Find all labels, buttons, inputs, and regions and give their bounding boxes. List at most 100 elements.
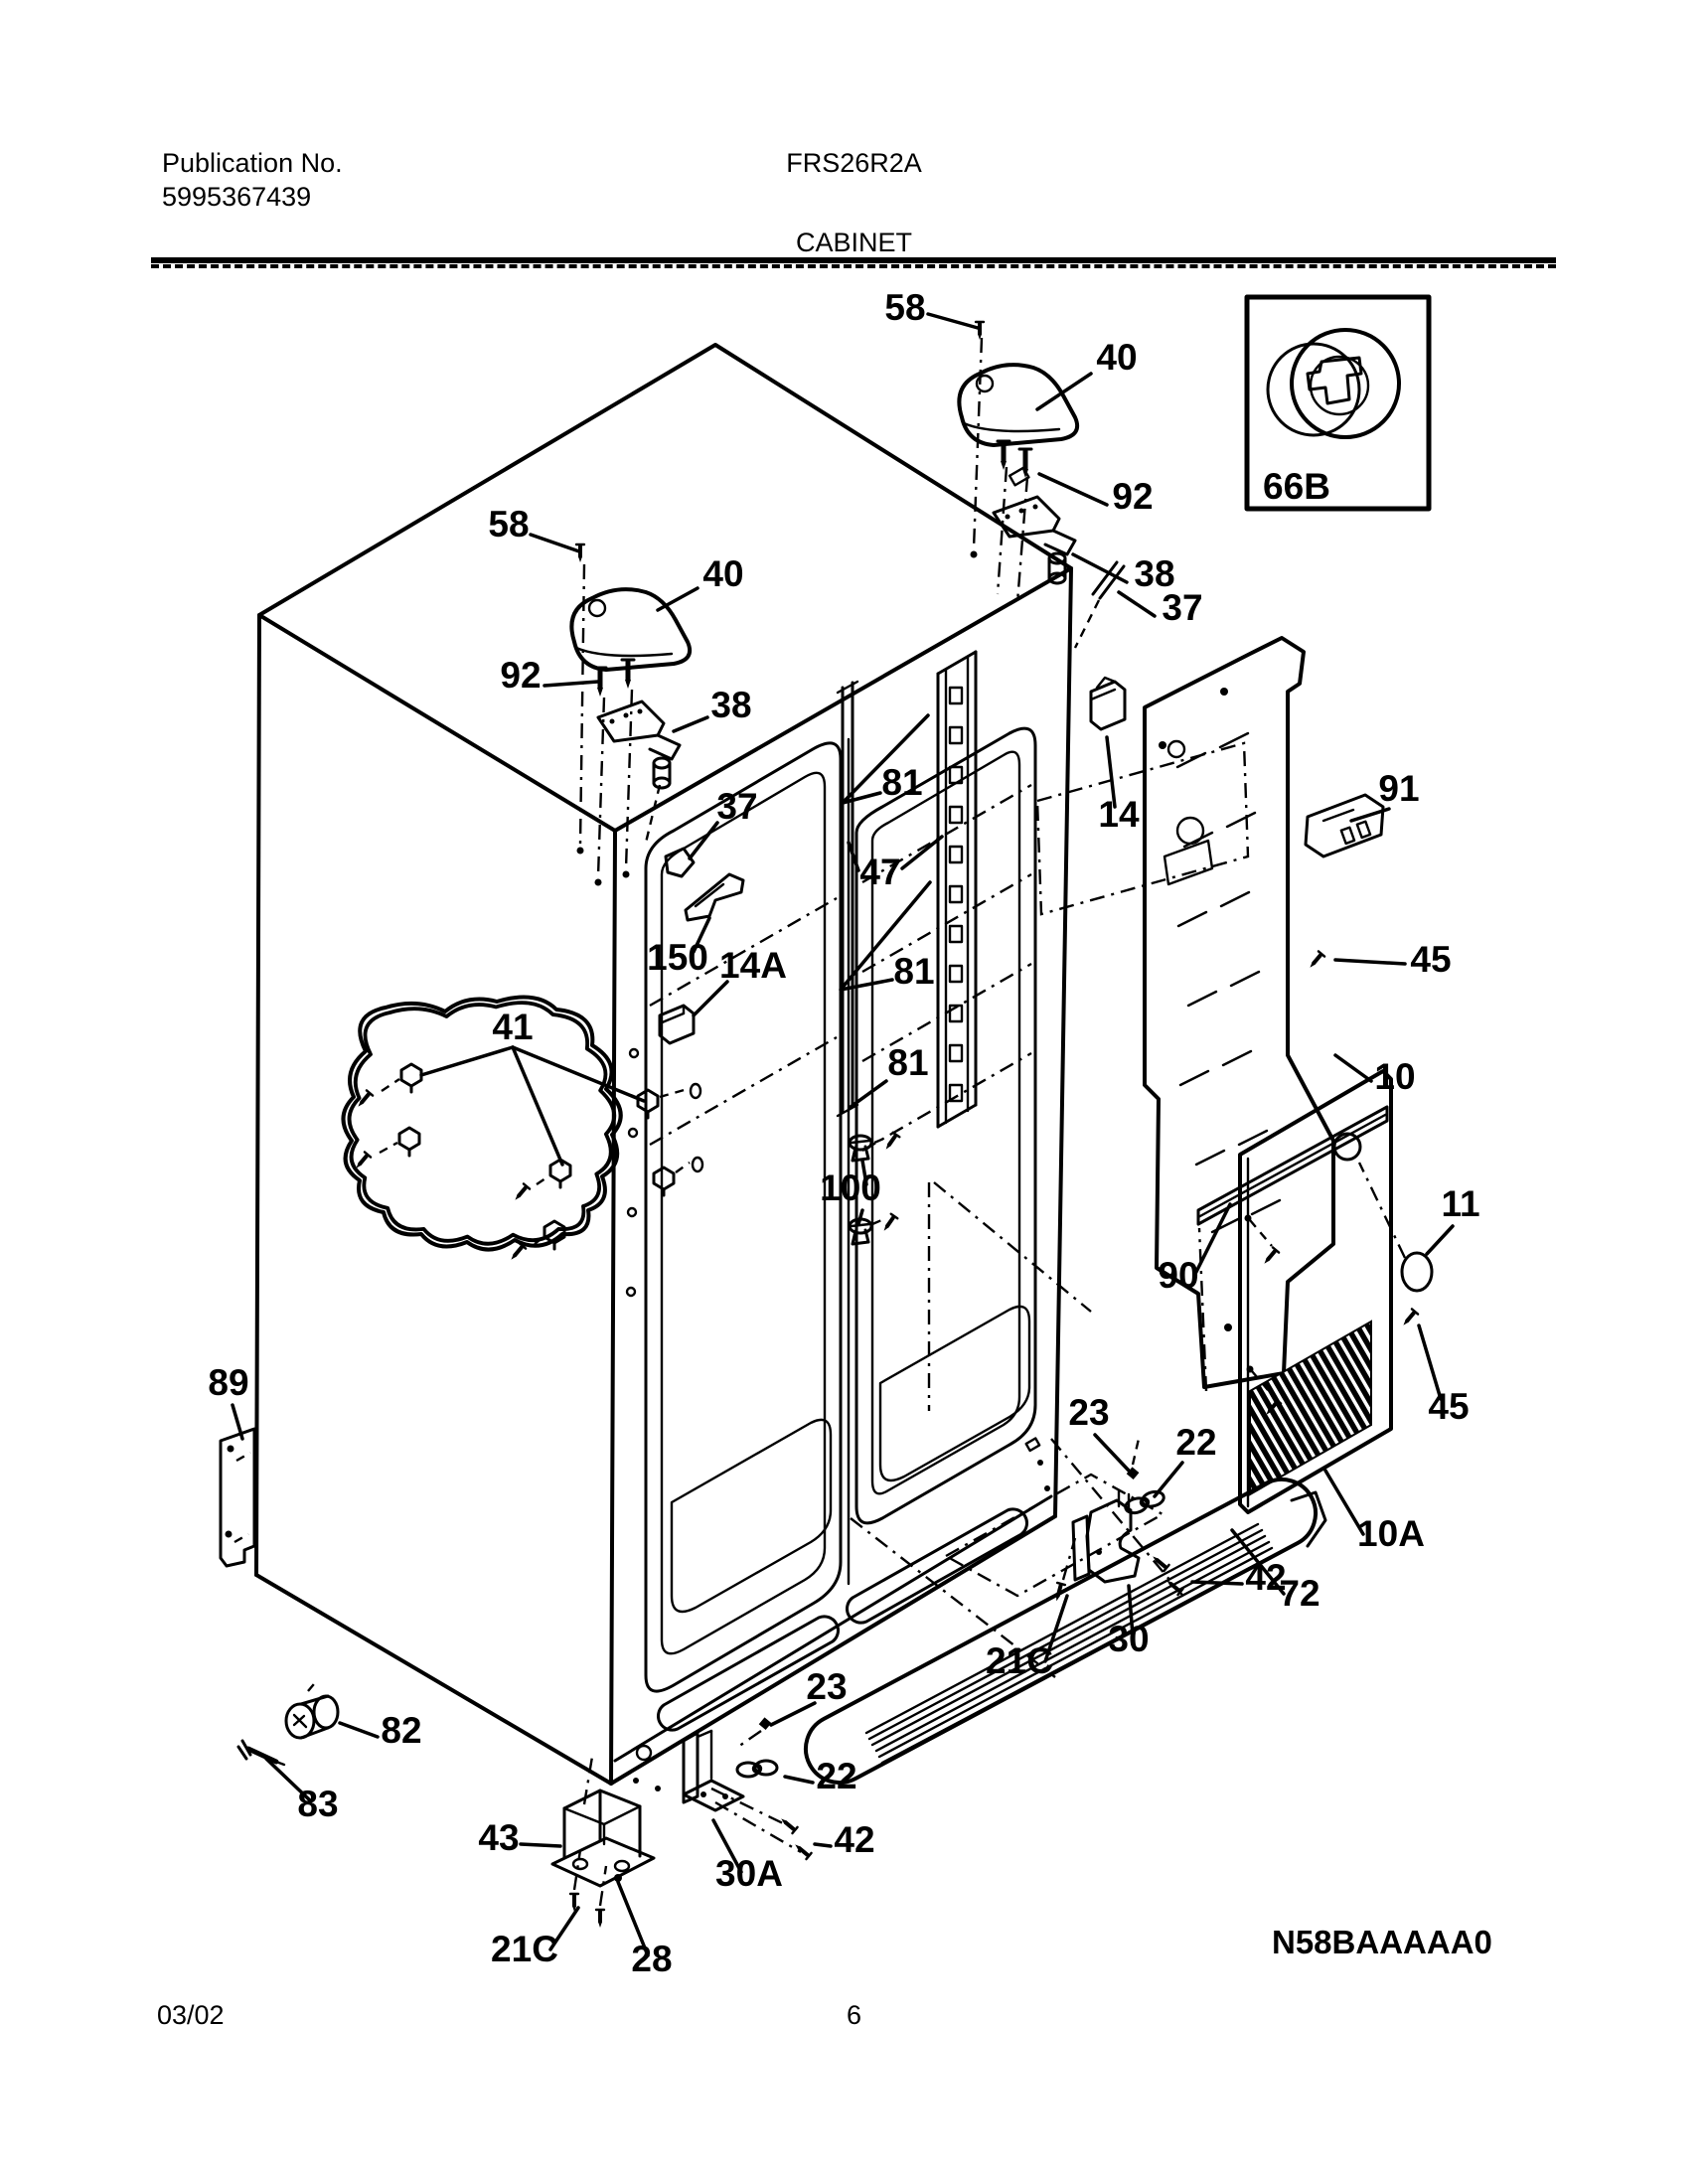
bracket-30a <box>682 1729 745 1812</box>
leader-82 <box>338 1721 380 1739</box>
part-label-91: 91 <box>1378 768 1419 809</box>
part-label-23-right: 23 <box>1068 1392 1109 1433</box>
leader-14A <box>692 980 729 1017</box>
part-label-83: 83 <box>297 1784 338 1824</box>
leader-42-left <box>813 1842 833 1848</box>
screw-83 <box>236 1739 286 1767</box>
footer-date: 03/02 <box>157 2000 225 2030</box>
part-label-30A: 30A <box>715 1853 783 1894</box>
model-number: FRS26R2A <box>786 148 922 178</box>
title-rule-dash <box>151 264 1556 268</box>
leader-47 <box>847 841 860 872</box>
leader-28 <box>616 1880 650 1957</box>
plate-89 <box>219 1427 256 1568</box>
leader-10A <box>1323 1469 1365 1536</box>
leader-92-left <box>543 680 600 688</box>
part-label-30: 30 <box>1108 1619 1149 1659</box>
top-hardware <box>569 320 1126 886</box>
leader-40-top <box>1035 372 1093 411</box>
part-label-82: 82 <box>381 1710 421 1751</box>
part-label-22-left: 22 <box>816 1756 856 1796</box>
hinge-bracket-right <box>992 495 1077 585</box>
part-label-100: 100 <box>820 1167 881 1208</box>
part-label-47: 47 <box>859 852 900 892</box>
part-label-58-left: 58 <box>488 504 529 545</box>
part-label-37-top: 37 <box>1162 587 1202 628</box>
screw-42-left-a <box>776 1813 800 1836</box>
part-label-21C-right: 21C <box>986 1640 1053 1681</box>
back-panel-10a <box>1238 1069 1434 1514</box>
leader-42-right <box>1190 1580 1244 1586</box>
part-label-90: 90 <box>1158 1255 1198 1296</box>
leader-10 <box>1333 1053 1373 1083</box>
part-label-23-left: 23 <box>806 1666 847 1707</box>
screw-92-left-b <box>622 660 634 689</box>
leader-45-lower <box>1417 1323 1443 1401</box>
screw-21c-left-b <box>594 1908 606 1930</box>
part-label-37-left: 37 <box>716 786 757 827</box>
leader-22-left <box>783 1775 815 1785</box>
screw-100-b <box>878 1211 900 1236</box>
leader-58-top <box>926 312 980 330</box>
leader-37-top <box>1117 590 1157 618</box>
diagram-code: N58BAAAAA0 <box>1272 1924 1492 1960</box>
publication-label: Publication No. <box>162 148 343 178</box>
shelf-rails <box>836 650 978 1129</box>
part-label-40-top: 40 <box>1096 337 1137 378</box>
insulation-41 <box>341 995 623 1265</box>
part-label-41: 41 <box>492 1007 533 1047</box>
part-label-45-upper: 45 <box>1410 939 1451 980</box>
part-label-89: 89 <box>208 1362 248 1403</box>
leader-41-1 <box>511 1045 564 1167</box>
leader-83 <box>264 1757 312 1802</box>
leader-58-left <box>529 533 581 553</box>
part-label-66B: 66B <box>1263 466 1330 507</box>
hinge-cover-right <box>957 363 1080 447</box>
clip-100-a <box>848 1134 873 1163</box>
leader-38-top <box>1071 552 1129 584</box>
leader-38-left <box>672 715 709 733</box>
part-label-150: 150 <box>647 937 708 978</box>
toe-grille-72 <box>804 1478 1327 1785</box>
leader-43 <box>519 1842 562 1848</box>
publication-number: 5995367439 <box>162 182 312 212</box>
bracket-150 <box>684 872 745 922</box>
roller-82 <box>284 1678 340 1740</box>
bottom-parts <box>219 1427 1327 1930</box>
part-label-43: 43 <box>478 1817 519 1858</box>
footer-page-number: 6 <box>846 2000 862 2030</box>
part-label-81-upper: 81 <box>881 762 922 803</box>
air-duct-10 <box>1035 636 1389 1392</box>
leader-30A <box>711 1818 743 1874</box>
leader-14 <box>1105 735 1117 809</box>
part-label-14: 14 <box>1098 794 1140 835</box>
leader-23-right <box>1093 1433 1131 1473</box>
leader-47-1 <box>900 835 944 870</box>
screw-58-right <box>974 320 986 342</box>
inset-66b <box>1244 294 1432 512</box>
leader-100 <box>860 1159 868 1186</box>
section-title: CABINET <box>795 228 913 257</box>
screw-45-lower <box>1398 1307 1421 1330</box>
leader-11 <box>1425 1224 1455 1256</box>
part-label-22-right: 22 <box>1175 1422 1216 1463</box>
screw-42-left-b <box>790 1839 814 1862</box>
leader-41 <box>419 1045 515 1077</box>
interior-parts <box>341 676 1127 1265</box>
leader-150 <box>692 916 711 954</box>
part-label-72: 72 <box>1279 1573 1320 1614</box>
leader-21C-left <box>548 1906 580 1951</box>
leader-81-lower <box>849 1079 888 1109</box>
leader-90 <box>1192 1202 1232 1278</box>
leader-92-top <box>1037 472 1109 507</box>
leader-22-right <box>1153 1461 1184 1498</box>
leader-100-1 <box>856 1208 864 1226</box>
part-label-38-left: 38 <box>710 685 751 725</box>
leader-21C-right <box>1043 1594 1069 1663</box>
part-label-81-lower: 81 <box>887 1042 928 1083</box>
door-openings <box>625 726 1092 1732</box>
leader-45-upper <box>1333 958 1407 966</box>
part-label-10: 10 <box>1374 1056 1415 1097</box>
